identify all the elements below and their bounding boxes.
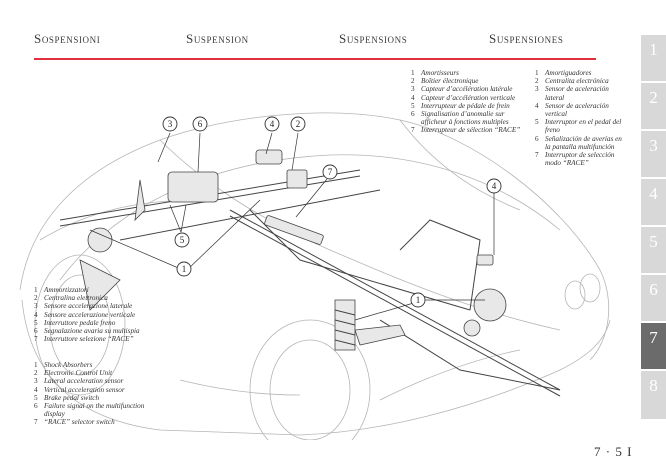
chapter-tab-3[interactable]: 3 [641,131,666,177]
chapter-tab-1[interactable]: 1 [641,35,666,81]
chapter-tab-5[interactable]: 5 [641,227,666,273]
svg-text:2: 2 [296,119,301,129]
chapter-tab-6[interactable]: 6 [641,275,666,321]
svg-text:6: 6 [198,119,203,129]
callout-4-rear: 4 [486,178,502,194]
callout-2: 2 [290,116,306,132]
svg-text:5: 5 [180,235,185,245]
header-rule [34,58,596,60]
callout-4-front: 4 [264,116,280,132]
chapter-tab-2[interactable]: 2 [641,83,666,129]
chapter-tab-4[interactable]: 4 [641,179,666,225]
callout-3: 3 [162,116,178,132]
suspension-mechanism [59,149,561,397]
header-title-english: Suspension [186,31,249,46]
svg-text:7: 7 [328,167,333,177]
callout-5: 5 [174,232,190,248]
header-title-italian: Sospensioni [34,31,101,46]
svg-text:4: 4 [492,181,497,191]
chapter-tab-7-active[interactable]: 7 [641,323,666,369]
header-title-spanish: Suspensiones [489,31,564,46]
page-number: 7 · 5 I [594,444,633,459]
chapter-tab-8[interactable]: 8 [641,371,666,419]
suspension-diagram: 3 6 4 2 7 5 1 4 1 [19,112,611,440]
callout-7: 7 [322,164,338,180]
callout-1-front: 1 [176,261,192,277]
callout-6: 6 [192,116,208,132]
svg-text:3: 3 [168,119,173,129]
svg-text:1: 1 [416,295,421,305]
legend-item: 7“RACE” selector switch [34,418,115,427]
svg-text:1: 1 [182,264,187,274]
header-title-french: Suspensions [339,31,408,46]
callout-1-rear: 1 [410,292,426,308]
callout-leaders [89,132,495,321]
svg-text:4: 4 [270,119,275,129]
